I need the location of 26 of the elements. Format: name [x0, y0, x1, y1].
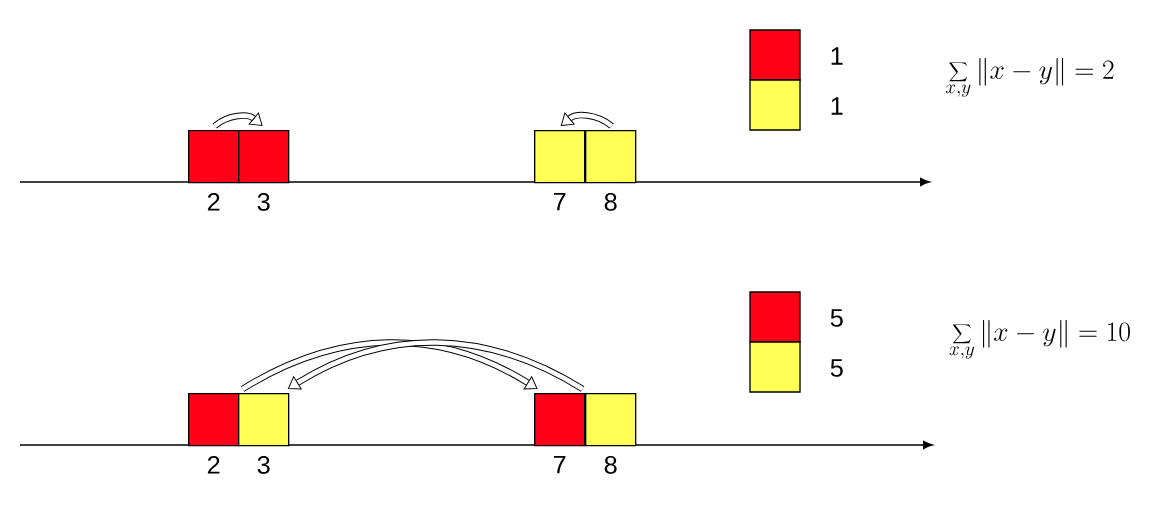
- curved-arrow: [212, 112, 263, 129]
- square-block: [585, 393, 637, 447]
- position-number: 3: [257, 192, 270, 211]
- curved-arrow: [287, 339, 585, 392]
- position-number: 2: [207, 192, 220, 211]
- curved-arrow: [560, 111, 614, 129]
- curved-arrow: [241, 339, 538, 392]
- legend-count: 5: [830, 359, 843, 377]
- position-number: 7: [553, 192, 566, 211]
- position-number: 8: [604, 192, 617, 211]
- position-number: 2: [207, 455, 220, 474]
- square-block: [534, 130, 586, 184]
- square-block: [188, 130, 240, 184]
- position-number: 8: [604, 455, 617, 474]
- legend-count: 1: [831, 47, 843, 65]
- legend-count: 1: [831, 97, 843, 115]
- formula: $\sum_{x,y}\|x-y\|=2$: [945, 57, 1114, 97]
- square-block: [188, 393, 240, 447]
- legend-count: 5: [830, 309, 843, 327]
- square-block: [585, 130, 637, 184]
- position-number: 3: [257, 455, 270, 474]
- square-block: [238, 393, 290, 447]
- square-block: [534, 393, 586, 447]
- formula: $\sum_{x,y}\|x-y\|=10$: [949, 319, 1130, 359]
- position-number: 7: [553, 455, 566, 474]
- square-block: [238, 130, 290, 184]
